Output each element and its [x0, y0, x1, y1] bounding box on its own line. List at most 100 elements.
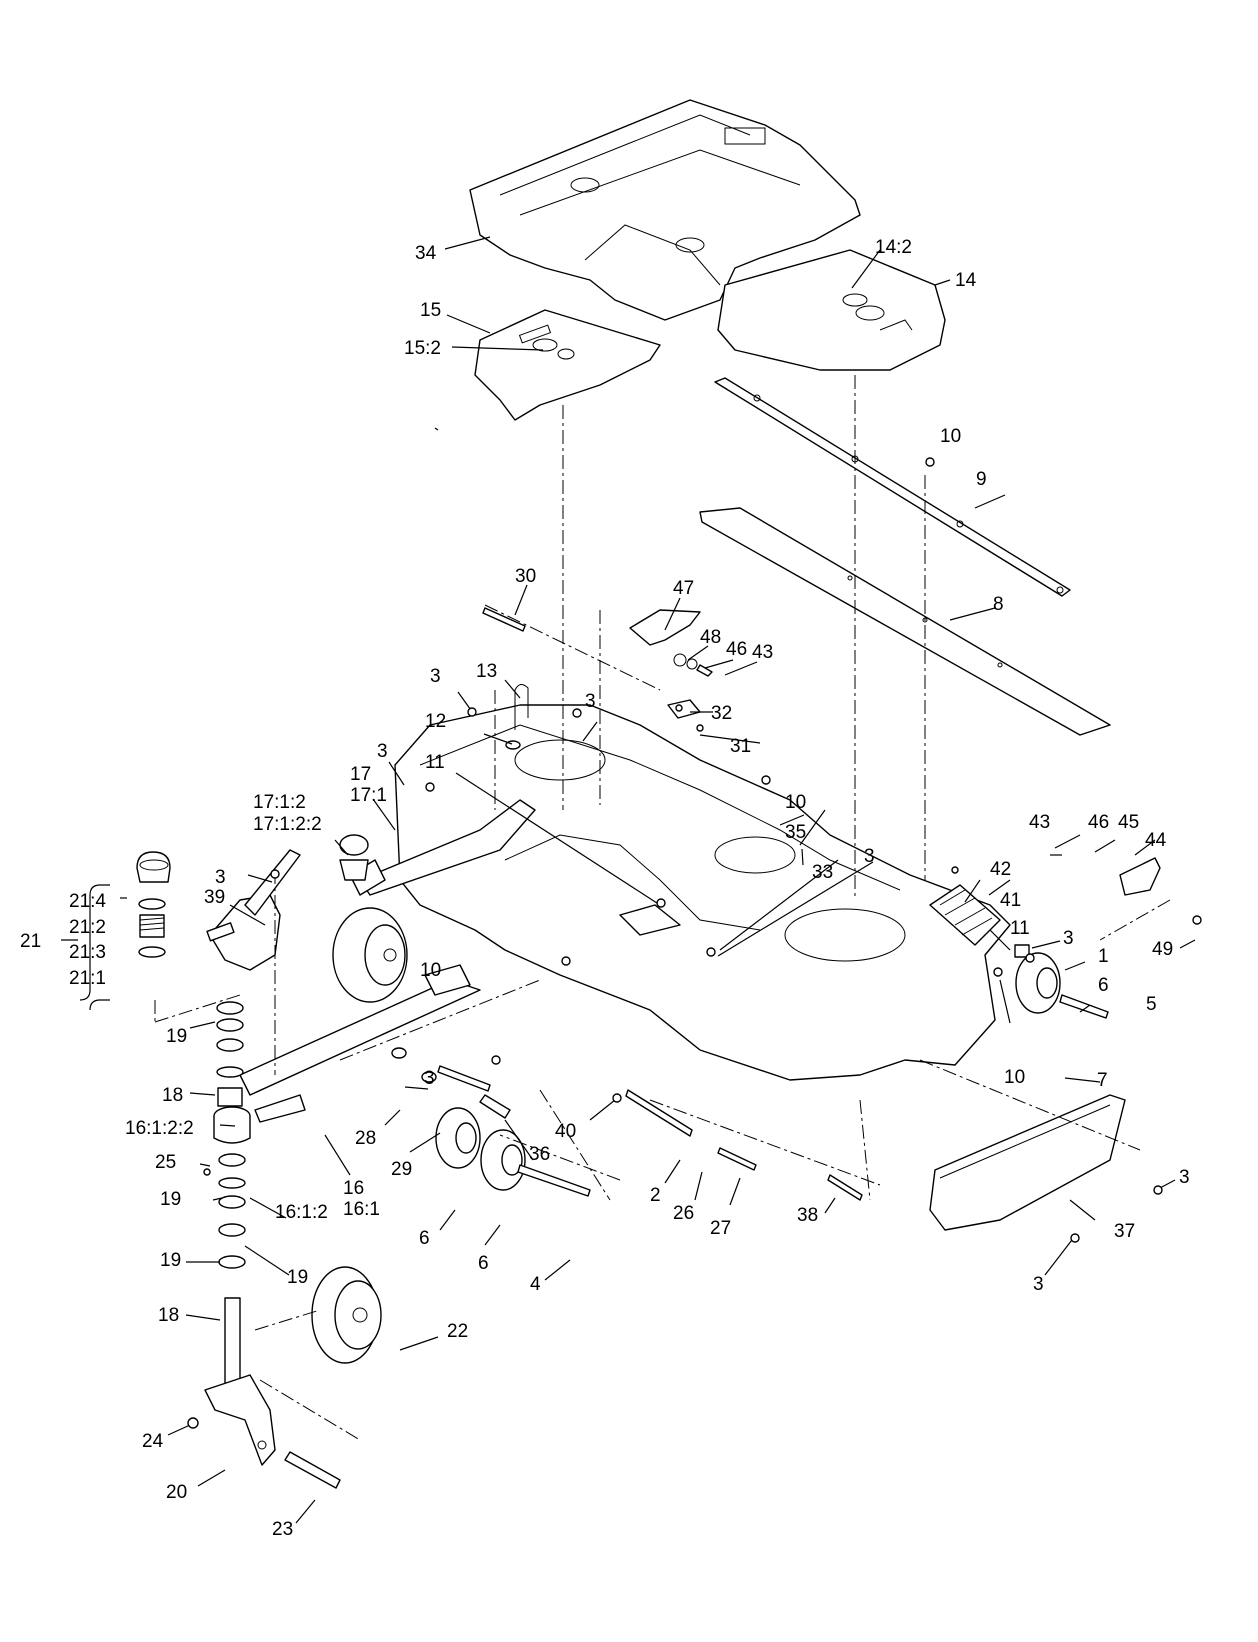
- callout-label: 20: [166, 1482, 187, 1503]
- rear-bumper-part: [929, 1094, 1126, 1231]
- callout-label: 43: [752, 642, 773, 663]
- callout-label: 46: [1088, 812, 1109, 833]
- callout-label: 26: [673, 1203, 694, 1224]
- callout-label: 16:1: [343, 1199, 380, 1220]
- callout-label: 28: [355, 1128, 376, 1149]
- callout-label: 47: [673, 578, 694, 599]
- callout-label: 18: [162, 1085, 183, 1106]
- pins-misc: [391, 1047, 863, 1201]
- callout-labels: 34 14:2 14 15 15:2 10 9 8 30 47 48 46 43…: [20, 237, 1190, 1540]
- callout-label: 38: [797, 1205, 818, 1226]
- callout-label: 19: [287, 1267, 308, 1288]
- callout-label: 27: [710, 1218, 731, 1239]
- adjustment-knob-stack: [136, 851, 171, 958]
- deck-roller-wheels: [435, 1107, 591, 1197]
- callout-label: 16:1:2:2: [125, 1118, 194, 1139]
- callout-label: 3: [430, 666, 441, 687]
- callout-label: 41: [1000, 890, 1021, 911]
- upper-latch-bracket: [629, 609, 713, 677]
- callout-label: 31: [730, 736, 751, 757]
- callout-label: 17:1: [350, 785, 387, 806]
- callout-label: 15: [420, 300, 441, 321]
- callout-label: 17:1:2: [253, 792, 306, 813]
- callout-label: 16:1:2: [275, 1202, 328, 1223]
- callout-label: 21:3: [69, 942, 106, 963]
- callout-label: 17:1:2:2: [253, 814, 322, 835]
- right-seat-pan-part: [717, 249, 946, 371]
- callout-label: 45: [1118, 812, 1139, 833]
- leader-lines: [61, 236, 1196, 1524]
- callout-label: 9: [976, 469, 987, 490]
- callout-label: 46: [726, 639, 747, 660]
- caster-fork-part: [204, 1297, 341, 1489]
- callout-label: 3: [377, 741, 388, 762]
- callout-label: 37: [1114, 1221, 1135, 1242]
- callout-label: 29: [391, 1159, 412, 1180]
- callout-label: 11: [425, 752, 445, 773]
- latch-pawl-part: [1119, 857, 1161, 896]
- lower-bushing-stack: [218, 1153, 246, 1269]
- callout-label: 30: [515, 566, 536, 587]
- callout-label: 12: [425, 711, 446, 732]
- callout-label: 21: [20, 931, 41, 952]
- callout-label: 21:1: [69, 968, 106, 989]
- callout-label: 5: [1146, 994, 1157, 1015]
- callout-label: 36: [529, 1144, 550, 1165]
- callout-label: 19: [160, 1250, 181, 1271]
- callout-label: 43: [1029, 812, 1050, 833]
- rod-30: [482, 607, 526, 632]
- callout-label: 24: [142, 1431, 164, 1452]
- left-seat-pan-part: [474, 309, 661, 421]
- callout-label: 3: [424, 1068, 435, 1089]
- callout-label: 49: [1152, 939, 1173, 960]
- hardware-nuts: [187, 457, 1202, 1429]
- callout-label: 1: [1098, 946, 1109, 967]
- rear-caster-wheel: [311, 1266, 382, 1364]
- right-roller-wheel: [1014, 944, 1109, 1019]
- callout-label: 14: [955, 270, 977, 291]
- callout-label: 4: [530, 1274, 541, 1295]
- callout-label: 32: [711, 703, 732, 724]
- callout-label: 6: [478, 1253, 489, 1274]
- callout-label: 25: [155, 1152, 176, 1173]
- callout-label: 23: [272, 1519, 293, 1540]
- hinge-strip-part: [714, 377, 1071, 597]
- callout-label: 8: [993, 594, 1004, 615]
- callout-label: 19: [166, 1026, 187, 1047]
- callout-label: 2: [650, 1185, 661, 1206]
- callout-label: 21:2: [69, 917, 106, 938]
- callout-label: 3: [864, 846, 875, 867]
- callout-label: 6: [1098, 975, 1109, 996]
- callout-label: 48: [700, 627, 721, 648]
- body-shroud-part: [469, 99, 861, 321]
- bracket-31: [667, 699, 701, 719]
- callout-label: 44: [1145, 830, 1167, 851]
- callout-label: 35: [785, 822, 806, 843]
- height-lever-part: [206, 849, 301, 971]
- callout-label: 16: [343, 1178, 364, 1199]
- callout-label: 15:2: [404, 338, 441, 359]
- upper-bushing-stack: [216, 1001, 244, 1107]
- callout-label: 3: [1063, 928, 1074, 949]
- callout-label: 6: [419, 1228, 430, 1249]
- callout-label: 39: [204, 887, 225, 908]
- callout-label: 33: [812, 862, 833, 883]
- deck-support-bar: [213, 964, 481, 1144]
- callout-label: 10: [940, 426, 961, 447]
- callout-label: 3: [215, 867, 226, 888]
- callout-label: 13: [476, 661, 497, 682]
- callout-label: 11: [1010, 918, 1030, 939]
- callout-label: 40: [555, 1121, 576, 1142]
- callout-label: 10: [1004, 1067, 1025, 1088]
- bracket-33: [619, 904, 681, 936]
- callout-label: 14:2: [875, 237, 912, 258]
- callout-label: 42: [990, 859, 1011, 880]
- callout-label: 17: [350, 764, 371, 785]
- seal-strip-part: [699, 507, 1111, 736]
- callout-label: 7: [1097, 1070, 1108, 1091]
- callout-label: 10: [785, 792, 806, 813]
- callout-label: 34: [415, 243, 437, 264]
- assembly-centerlines: [154, 375, 1171, 1441]
- callout-label: 3: [1033, 1274, 1044, 1295]
